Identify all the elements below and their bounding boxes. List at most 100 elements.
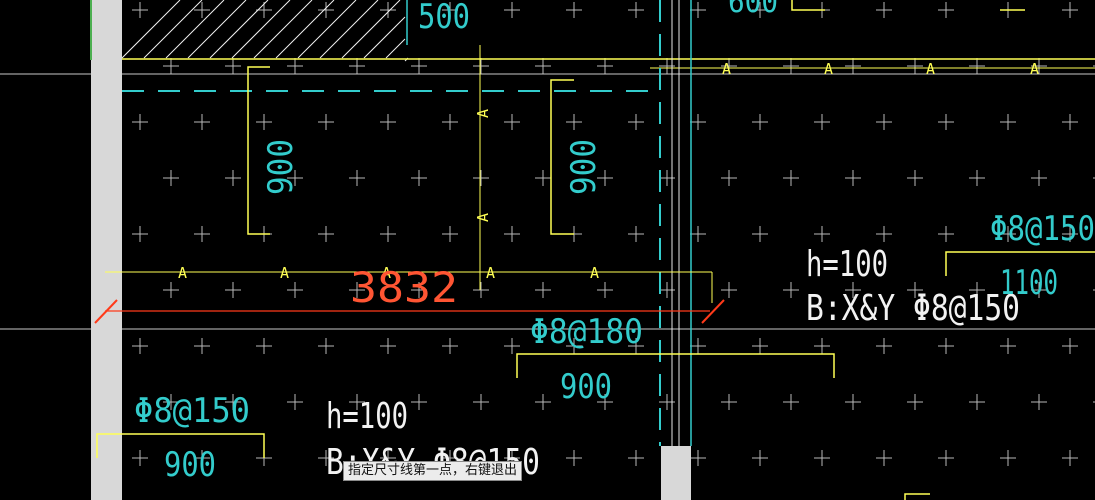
grid-cross-icon bbox=[535, 58, 551, 74]
grid-cross-icon bbox=[318, 114, 334, 130]
grid-cross-icon bbox=[287, 58, 303, 74]
grid-cross-icon bbox=[969, 394, 985, 410]
grid-cross-icon bbox=[814, 226, 830, 242]
grid-cross-icon bbox=[783, 58, 799, 74]
grid-cross-icon bbox=[1031, 394, 1047, 410]
grid-cross-icon bbox=[597, 282, 613, 298]
grid-cross-icon bbox=[1062, 114, 1078, 130]
rebar-length-left: 900 bbox=[164, 445, 216, 485]
grid-cross-icon bbox=[566, 114, 582, 130]
axis-a-marker: A bbox=[474, 213, 492, 222]
axis-a-marker: A bbox=[382, 264, 391, 282]
hatch-line bbox=[385, 38, 406, 59]
grid-cross-icon bbox=[349, 170, 365, 186]
grid-cross-icon bbox=[690, 226, 706, 242]
grid-cross-icon bbox=[721, 282, 737, 298]
dim-text-500: 500 bbox=[418, 0, 470, 37]
rebar-label-left: Φ8@150 bbox=[134, 391, 250, 431]
grid-cross-icon bbox=[380, 226, 396, 242]
hatched-region bbox=[121, 0, 409, 62]
grid-cross-icon bbox=[318, 226, 334, 242]
grid-cross-icon bbox=[504, 338, 520, 354]
grid-cross-icon bbox=[752, 226, 768, 242]
hatch-line bbox=[187, 0, 247, 59]
hatch-line bbox=[231, 0, 291, 59]
red-tick-right bbox=[701, 299, 725, 324]
grid-cross-icon bbox=[597, 58, 613, 74]
grid-cross-icon bbox=[194, 338, 210, 354]
grid-cross-icon bbox=[907, 394, 923, 410]
grid-cross-icon bbox=[752, 114, 768, 130]
grid-cross-icon bbox=[225, 282, 241, 298]
grid-cross-icon bbox=[380, 114, 396, 130]
grid-crosses bbox=[132, 2, 1095, 466]
grid-cross-icon bbox=[442, 226, 458, 242]
grid-cross-icon bbox=[442, 114, 458, 130]
right-rebar-bracket bbox=[945, 251, 1095, 276]
rebar-label-right: Φ8@150 bbox=[990, 209, 1095, 249]
grid-cross-icon bbox=[659, 58, 675, 74]
grid-cross-icon bbox=[783, 394, 799, 410]
grid-cross-icon bbox=[132, 114, 148, 130]
grid-cross-icon bbox=[163, 394, 179, 410]
grid-cross-icon bbox=[473, 58, 489, 74]
hatch-line bbox=[209, 0, 269, 59]
grid-cross-icon bbox=[752, 2, 768, 18]
grid-cross-icon bbox=[287, 282, 303, 298]
grid-cross-icon bbox=[349, 58, 365, 74]
grid-cross-icon bbox=[194, 450, 210, 466]
grid-cross-icon bbox=[814, 450, 830, 466]
rebar-length-center: 900 bbox=[560, 367, 612, 407]
grid-cross-icon bbox=[690, 338, 706, 354]
grid-cross-icon bbox=[721, 58, 737, 74]
axis-a-marker: A bbox=[722, 60, 731, 78]
grid-cross-icon bbox=[1062, 450, 1078, 466]
grid-cross-icon bbox=[380, 338, 396, 354]
grid-cross-icon bbox=[969, 58, 985, 74]
hatch-line bbox=[253, 0, 313, 59]
grid-cross-icon bbox=[287, 394, 303, 410]
grid-cross-icon bbox=[318, 450, 334, 466]
grid-cross-icon bbox=[1062, 2, 1078, 18]
grid-cross-icon bbox=[752, 450, 768, 466]
grid-cross-icon bbox=[132, 226, 148, 242]
grid-cross-icon bbox=[163, 58, 179, 74]
right-900-bracket bbox=[550, 79, 574, 235]
grid-cross-icon bbox=[1000, 450, 1016, 466]
grid-cross-icon bbox=[256, 114, 272, 130]
measured-dimension-3832: 3832 bbox=[350, 263, 458, 312]
axis-a-marker: A bbox=[486, 264, 495, 282]
grid-cross-icon bbox=[721, 170, 737, 186]
grid-cross-icon bbox=[380, 2, 396, 18]
grid-cross-icon bbox=[411, 58, 427, 74]
grid-cross-icon bbox=[752, 338, 768, 354]
hatch-line bbox=[275, 0, 335, 59]
grid-cross-icon bbox=[907, 170, 923, 186]
slab-rebar-right: B:X&Y Φ8@150 bbox=[806, 288, 1020, 329]
grid-cross-icon bbox=[1000, 226, 1016, 242]
grid-cross-icon bbox=[535, 394, 551, 410]
grid-cross-icon bbox=[194, 226, 210, 242]
grid-cross-icon bbox=[969, 170, 985, 186]
grid-cross-icon bbox=[566, 2, 582, 18]
grid-cross-icon bbox=[1062, 338, 1078, 354]
grid-cross-icon bbox=[938, 2, 954, 18]
grid-cross-icon bbox=[783, 282, 799, 298]
axis-a-marker: A bbox=[178, 264, 187, 282]
dim-text-900-right: 900 bbox=[564, 139, 604, 195]
grid-cross-icon bbox=[628, 226, 644, 242]
dim-text-900-left: 900 bbox=[261, 139, 301, 195]
grid-cross-icon bbox=[907, 58, 923, 74]
grid-cross-icon bbox=[504, 226, 520, 242]
slab-thickness-bottom: h=100 bbox=[326, 396, 408, 437]
grid-cross-icon bbox=[938, 338, 954, 354]
grid-cross-icon bbox=[473, 170, 489, 186]
grid-cross-icon bbox=[1000, 338, 1016, 354]
grid-cross-icon bbox=[783, 170, 799, 186]
grid-cross-icon bbox=[938, 450, 954, 466]
grid-cross-icon bbox=[690, 450, 706, 466]
grid-cross-icon bbox=[504, 2, 520, 18]
column-stub bbox=[661, 446, 691, 500]
